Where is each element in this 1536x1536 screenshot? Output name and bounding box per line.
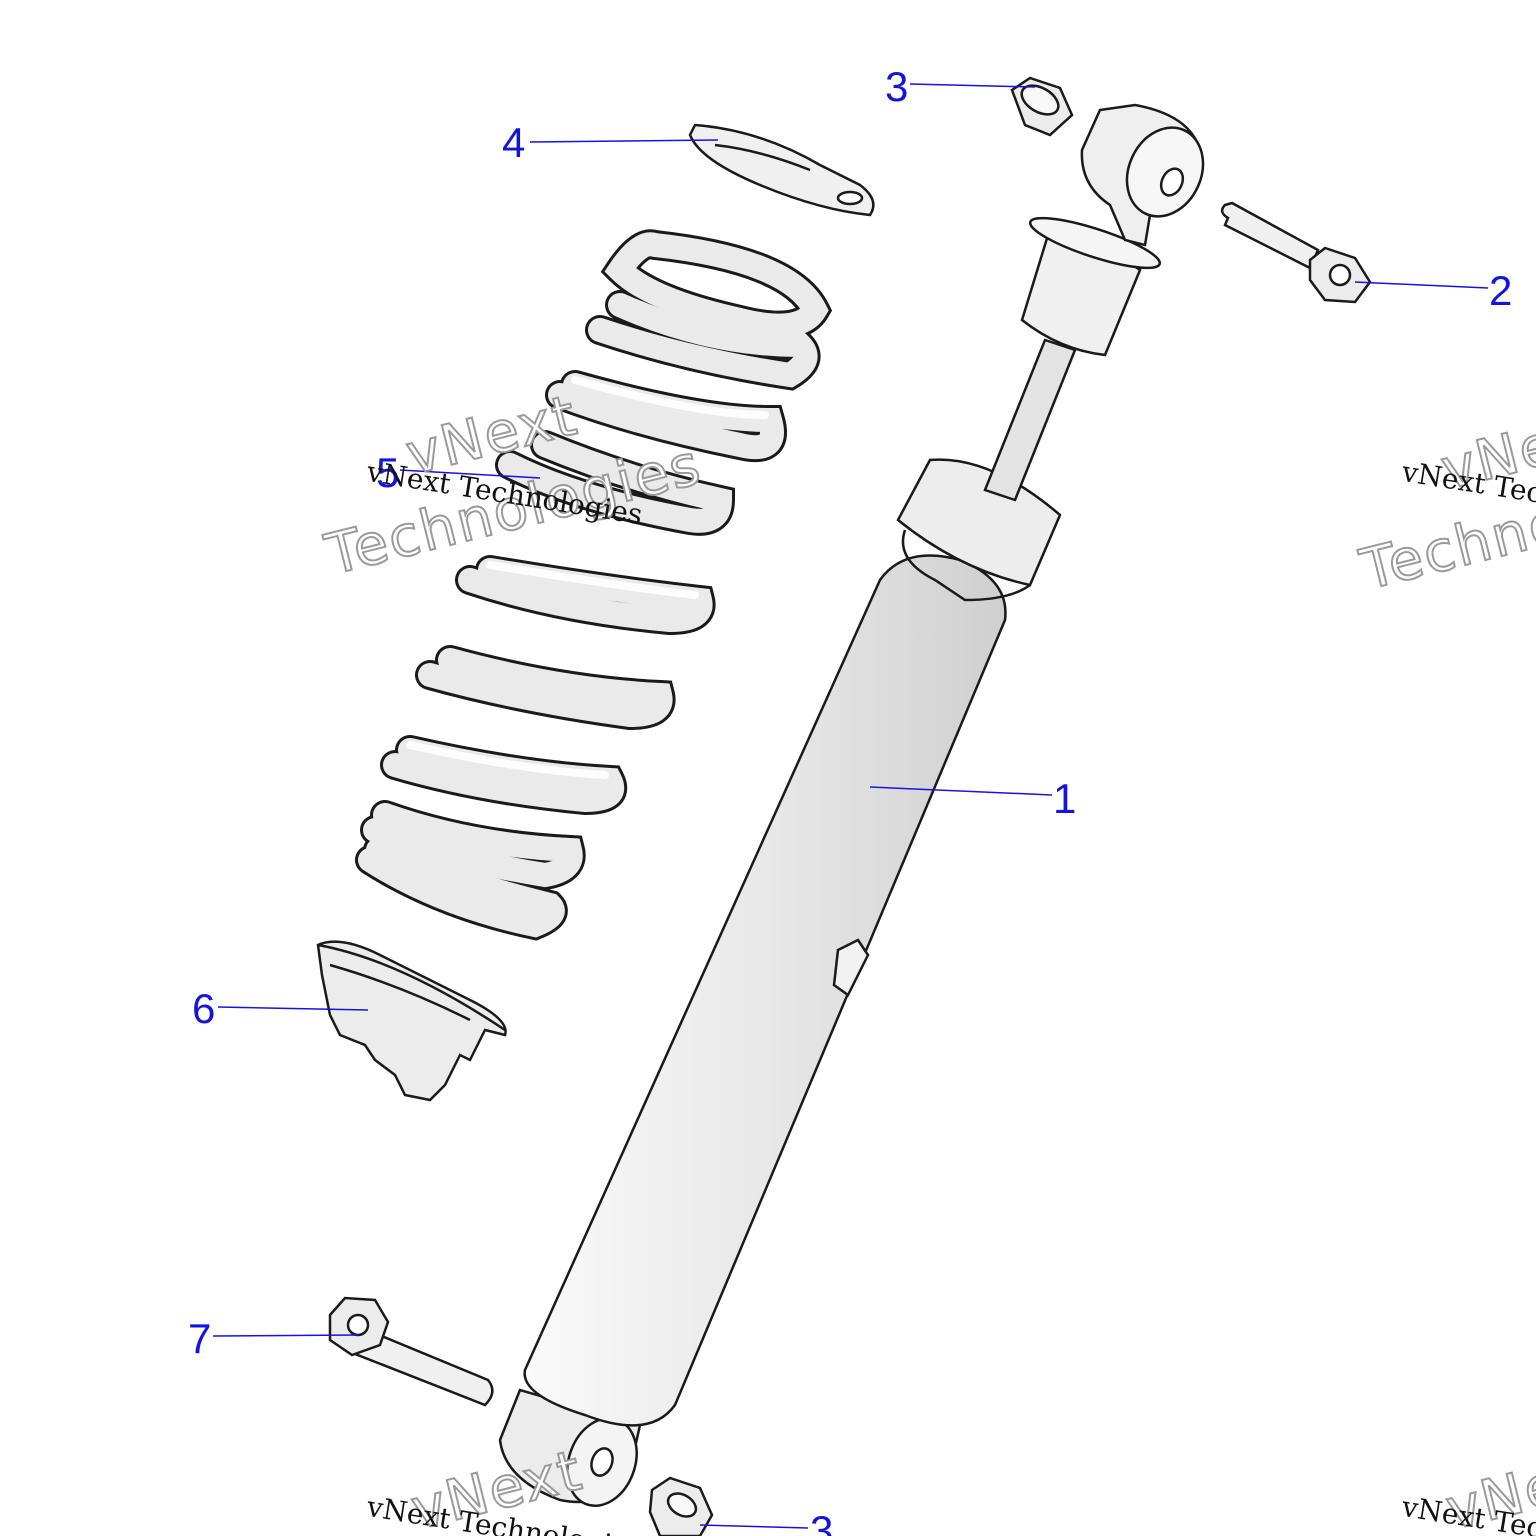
callout-6: 6 — [192, 985, 216, 1032]
spring-seat-part — [316, 940, 507, 1102]
callout-3-top: 3 — [885, 63, 909, 110]
callout-3-bottom: 3 — [810, 1507, 834, 1536]
coil-spring-part — [355, 229, 833, 941]
bolt-part-top — [1220, 201, 1372, 304]
leader-line-2 — [1354, 281, 1489, 289]
leader-line-5 — [399, 469, 541, 479]
shock-absorber-part — [498, 103, 1205, 1508]
nut-part-bottom — [648, 1476, 714, 1536]
callout-2: 2 — [1489, 267, 1513, 314]
spring-retainer-part — [688, 123, 875, 217]
callout-5: 5 — [376, 449, 400, 496]
leader-lines — [212, 83, 1489, 1529]
leader-line-3b — [699, 1524, 809, 1529]
leader-line-7 — [212, 1334, 359, 1337]
leader-line-4 — [529, 139, 719, 143]
leader-line-3 — [909, 83, 1036, 88]
bolt-part-bottom — [328, 1296, 494, 1407]
leader-line-1 — [869, 786, 1053, 796]
callout-4: 4 — [502, 119, 526, 166]
nut-part-top — [1010, 76, 1074, 137]
leader-line-6 — [217, 1006, 369, 1011]
callout-7: 7 — [188, 1315, 212, 1362]
callout-1: 1 — [1053, 775, 1077, 822]
